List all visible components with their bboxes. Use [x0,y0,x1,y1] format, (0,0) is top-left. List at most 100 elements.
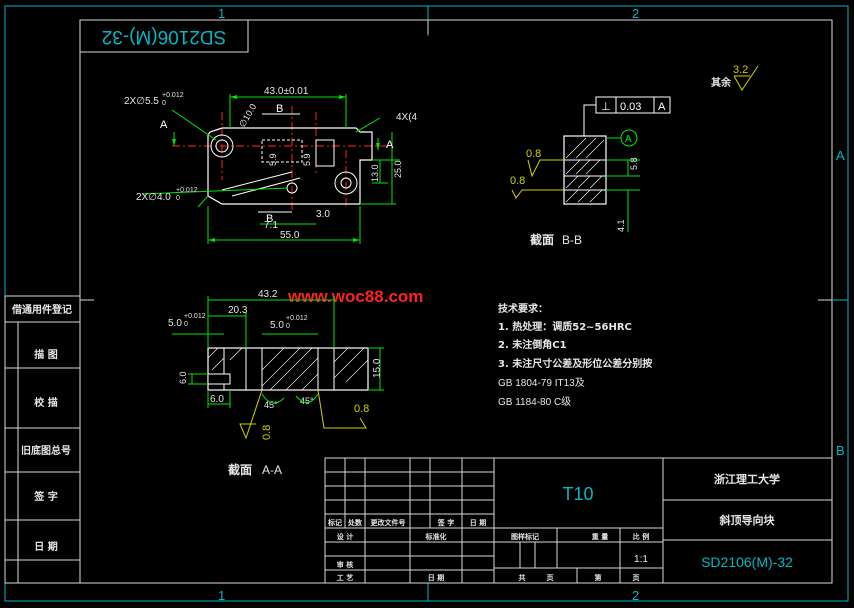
tb-scale: 1:1 [634,554,648,565]
dim-dia10: ∅10.0 [237,102,258,129]
dim-hole4-tol-low: 0 [176,195,180,202]
dim-41: 4.1 [616,219,626,232]
dim-150: 15.0 [372,358,383,378]
dim-hole2-tol-low: 0 [162,100,166,107]
dim-60h: 6.0 [210,394,224,405]
tb-role-4: 工 艺 [337,573,353,582]
tech-req-line-4: GB 1804-79 IT13及 [498,377,585,389]
drawing-number-box: SD2106(M)-32 [79,19,249,53]
tb-part-name: 斜顶导向块 [719,513,776,527]
dim-60v: 6.0 [178,371,188,384]
dim-59a: 5.9 [268,153,278,166]
section-mark-b-top: B [276,103,283,115]
section-bb-label: B-B [562,233,582,247]
tb-sheet-1: 共 [519,573,526,582]
dim-length-43: 43.0±0.01 [264,86,309,97]
dim-ang1: 45° [264,400,278,410]
tb-material: T10 [562,484,593,504]
tech-req-line-5: GB 1184-80 C级 [498,396,571,408]
dim-50a-tol: +0.012 [184,313,206,320]
roughness-bb-1: 0.8 [526,148,541,160]
dim-hole2: 2X∅5.5 [124,96,159,107]
dim-30: 3.0 [316,209,330,220]
zone-label-bottom-2: 2 [632,588,639,603]
dim-550: 55.0 [280,230,300,241]
dim-50b-tol-low: 0 [286,323,290,330]
dim-hole2-tol: +0.012 [162,92,184,99]
drawing-number-mirrored: SD2106(M)-32 [102,26,227,47]
dim-50b: 5.0 [270,320,284,331]
strip-label-5: 签 字 [33,490,57,503]
technical-requirements: 技术要求： 1. 热处理：调质52~56HRC 2. 未注倒角C1 3. 未注尺… [498,302,652,408]
strip-label-2: 描 图 [34,348,57,361]
tech-req-title: 技术要求： [498,302,548,315]
tech-req-line-2: 2. 未注倒角C1 [498,338,567,351]
tb-header-2: 处数 [347,518,363,527]
tol-frame-value: 0.03 [620,101,641,113]
tech-req-line-3: 3. 未注尺寸公差及形位公差分别按 [498,357,652,370]
tech-req-line-1: 1. 热处理：调质52~56HRC [498,320,632,333]
tb-stage-3: 比 例 [633,532,649,541]
tb-sheet-4: 页 [633,574,640,582]
strip-label-3: 校 描 [34,396,57,409]
section-aa-label: A-A [262,463,282,477]
title-block: 标记 处数 更改文件号 签 字 日 期 设 计 标准化 审 核 工 艺 日 期 … [324,457,833,584]
strip-label-4: 旧底图总号 [21,444,71,457]
tb-stage-2: 重 量 [592,532,608,541]
roughness-bb-2: 0.8 [510,175,525,187]
datum-a: A [625,134,632,145]
dim-chamfer: 4X(4 [396,112,418,123]
section-aa: 43.2 20.3 5.0 +0.012 0 5.0 +0.012 0 6.0 … [168,289,384,477]
dim-59b: 5.9 [302,153,312,166]
dim-50b-tol: +0.012 [286,315,308,322]
tb-header-3: 更改文件号 [371,518,406,527]
tb-header-1: 标记 [327,518,342,527]
tb-stage-1: 图样标记 [511,532,539,541]
dim-ang2: 45° [300,396,314,406]
tb-role-2: 标准化 [425,532,447,541]
dim-203: 20.3 [228,305,248,316]
dim-hole4-tol: +0.012 [176,187,198,194]
section-aa-title: 截面 [228,462,252,477]
strip-label-1: 借通用件登记 [11,303,72,316]
watermark: www.woc88.com [287,287,423,306]
roughness-rest-symbol: 其余 3.2 [711,64,759,91]
tb-drawing-no: SD2106(M)-32 [701,554,793,570]
section-bb: ⊥ 0.03 A A 5.8 4.1 0.8 0.8 截面 B-B [510,96,671,247]
dim-432: 43.2 [258,289,278,300]
left-registration-strip: 借通用件登记 描 图 校 描 旧底图总号 签 字 日 期 [4,295,81,584]
tb-role-1: 设 计 [337,532,353,541]
section-mark-a-right: A [386,139,394,151]
tol-frame-symbol: ⊥ [601,101,611,113]
tol-frame-datum: A [658,101,666,113]
section-bb-title: 截面 [530,232,554,247]
dim-50a-tol-low: 0 [184,321,188,328]
zone-label-right-a: A [836,148,845,163]
tb-role-3: 审 核 [337,560,353,569]
tb-header-5: 日 期 [470,518,486,527]
zone-label-top-2: 2 [632,6,639,21]
tb-sheet-3: 第 [595,573,602,582]
dim-58: 5.8 [629,157,639,170]
strip-label-6: 日 期 [34,540,57,553]
tb-role-5: 日 期 [428,573,444,582]
tb-school: 浙江理工大学 [714,472,780,486]
section-mark-a-left: A [160,119,168,131]
tb-sheet-2: 页 [547,574,554,582]
zone-label-bottom-1: 1 [218,588,225,603]
dim-50a: 5.0 [168,318,182,329]
tb-header-4: 签 字 [437,518,454,527]
top-view: A A B B 2X∅5.5 +0.012 0 43.0±0.01 ∅10.0 … [124,86,418,244]
roughness-aa-1: 0.8 [261,425,273,440]
dim-hole4: 2X∅4.0 [136,192,171,203]
section-mark-b-bottom: B [266,213,273,225]
dim-130: 13.0 [370,164,380,182]
roughness-aa-2: 0.8 [354,403,369,415]
roughness-rest-value: 3.2 [733,64,748,76]
dim-250: 25.0 [393,160,403,178]
zone-label-top-1: 1 [218,6,225,21]
zone-label-right-b: B [836,443,845,458]
roughness-rest-label: 其余 [711,76,732,89]
dim-71: 7.1 [264,220,278,231]
